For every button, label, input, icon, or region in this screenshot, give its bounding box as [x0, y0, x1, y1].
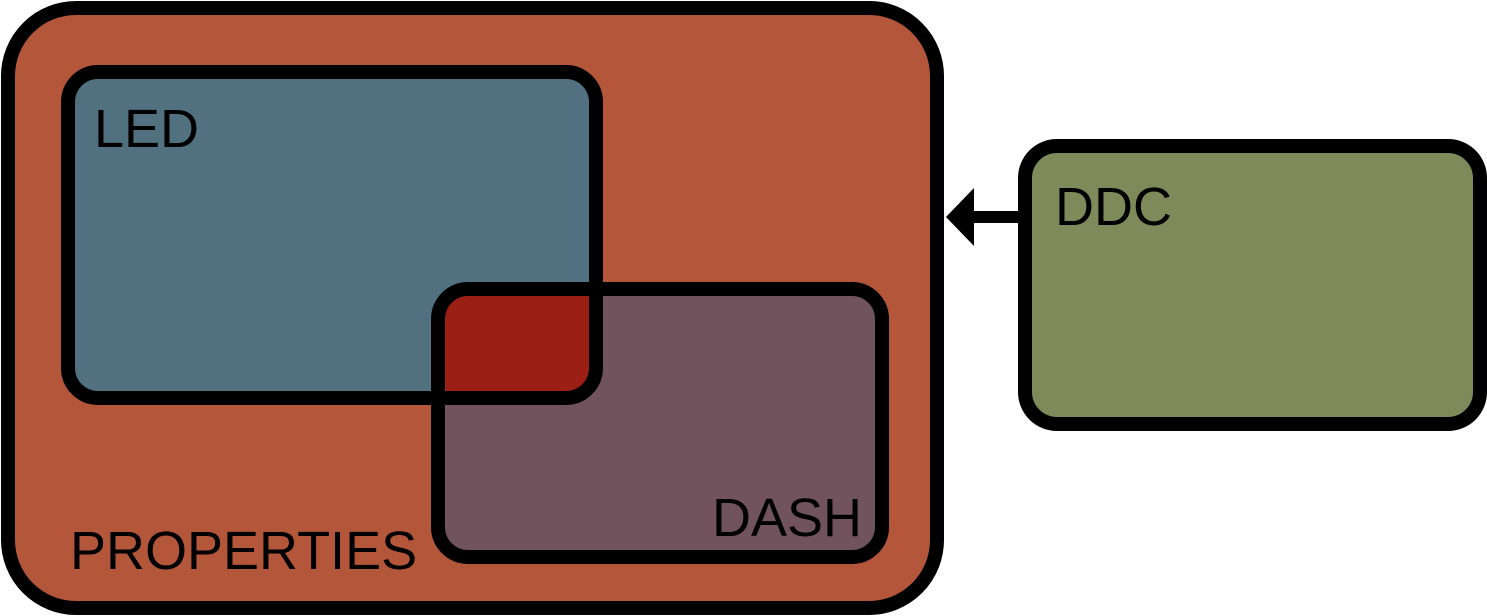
dash-label: DASH — [712, 488, 862, 548]
ddc-to-properties-arrow-head — [946, 188, 974, 246]
properties-label: PROPERTIES — [70, 521, 417, 581]
led-box-outline — [61, 65, 603, 405]
led-dash-overlap — [438, 289, 596, 398]
ddc-label: DDC — [1055, 177, 1172, 237]
ddc-box — [1018, 139, 1487, 431]
dash-box-outline — [431, 282, 889, 564]
led-label: LED — [94, 99, 199, 159]
